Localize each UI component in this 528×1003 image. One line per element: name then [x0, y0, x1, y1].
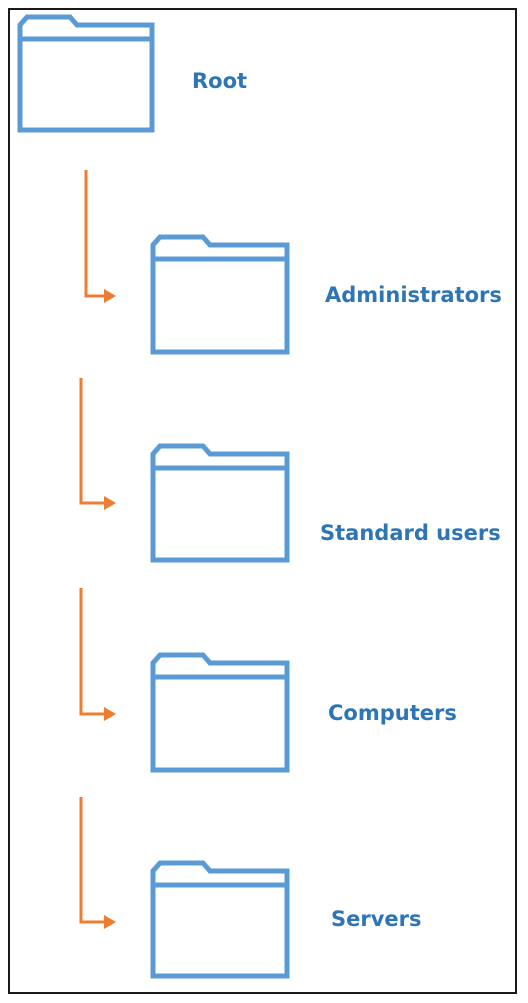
node-label-computers: Computers — [328, 701, 457, 725]
node-computers: Computers — [150, 652, 457, 773]
node-label-standard-users: Standard users — [320, 521, 501, 545]
folder-icon — [17, 14, 155, 133]
node-label-servers: Servers — [331, 907, 422, 931]
node-root: Root — [17, 14, 247, 133]
connector-line — [79, 797, 106, 924]
arrow-head-icon — [104, 915, 116, 929]
folder-icon — [150, 860, 290, 979]
folder-icon — [150, 443, 290, 563]
arrow-head-icon — [104, 289, 116, 303]
node-label-administrators: Administrators — [325, 283, 502, 307]
connector-line — [79, 378, 106, 505]
node-standard-users: Standard users — [150, 443, 501, 563]
connector-root-administrators — [84, 170, 116, 303]
connector-line — [79, 588, 106, 716]
node-servers: Servers — [150, 860, 422, 979]
connector-computers-servers — [79, 797, 116, 929]
arrow-head-icon — [104, 496, 116, 510]
connector-administrators-standard-users — [79, 378, 116, 510]
folder-icon — [150, 652, 290, 773]
folder-icon — [150, 234, 290, 355]
arrow-head-icon — [104, 707, 116, 721]
node-label-root: Root — [192, 69, 247, 93]
connector-line — [84, 170, 106, 298]
node-administrators: Administrators — [150, 234, 502, 355]
connector-standard-users-computers — [79, 588, 116, 721]
diagram-frame — [8, 8, 517, 994]
